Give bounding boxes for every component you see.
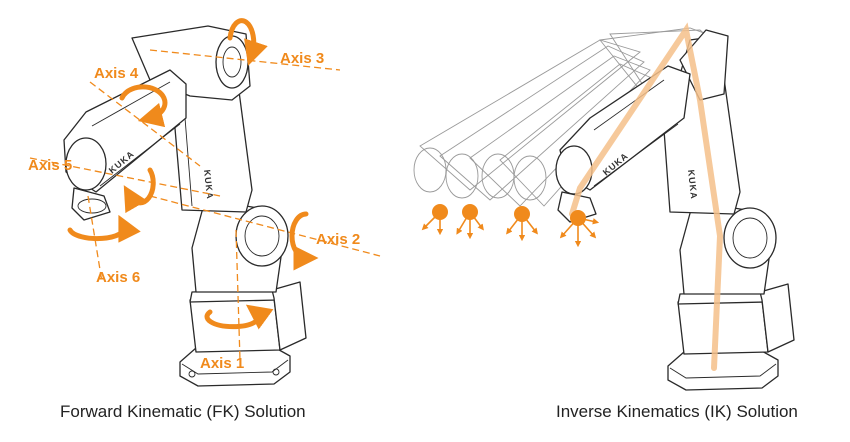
ik-robot-base	[667, 283, 795, 391]
ik-robot-upper-arm: KUKA	[555, 29, 729, 223]
ik-end-effector-targets	[421, 204, 600, 248]
axis-5-label: Axis 5	[28, 157, 72, 174]
ik-robot: KUKA KUKA	[413, 22, 795, 391]
fk-brand-label: KUKA	[202, 169, 215, 200]
fk-caption: Forward Kinematic (FK) Solution	[60, 402, 306, 421]
fk-robot-upper-arm: KUKA	[63, 25, 251, 221]
fk-axis-labels: Axis 1 Axis 2 Axis 3 Axis 4 Axis 5 Axis …	[28, 50, 360, 372]
ik-caption: Inverse Kinematics (IK) Solution	[556, 402, 798, 421]
ik-target-3	[506, 206, 538, 242]
ik-target-2	[456, 204, 484, 240]
ik-brand-label: KUKA	[686, 169, 699, 200]
axis-1-label: Axis 1	[200, 355, 244, 372]
fk-rotation-arrows	[67, 18, 319, 330]
axis-3-label: Axis 3	[280, 50, 324, 67]
ik-kinematic-chain	[569, 22, 724, 371]
ik-target-1	[421, 204, 448, 236]
ik-target-4	[559, 210, 600, 248]
fk-robot: KUKA KUKA	[28, 18, 381, 387]
axis-2-label: Axis 2	[316, 231, 360, 248]
axis-6-label: Axis 6	[96, 269, 140, 286]
axis-4-label: Axis 4	[94, 65, 139, 82]
